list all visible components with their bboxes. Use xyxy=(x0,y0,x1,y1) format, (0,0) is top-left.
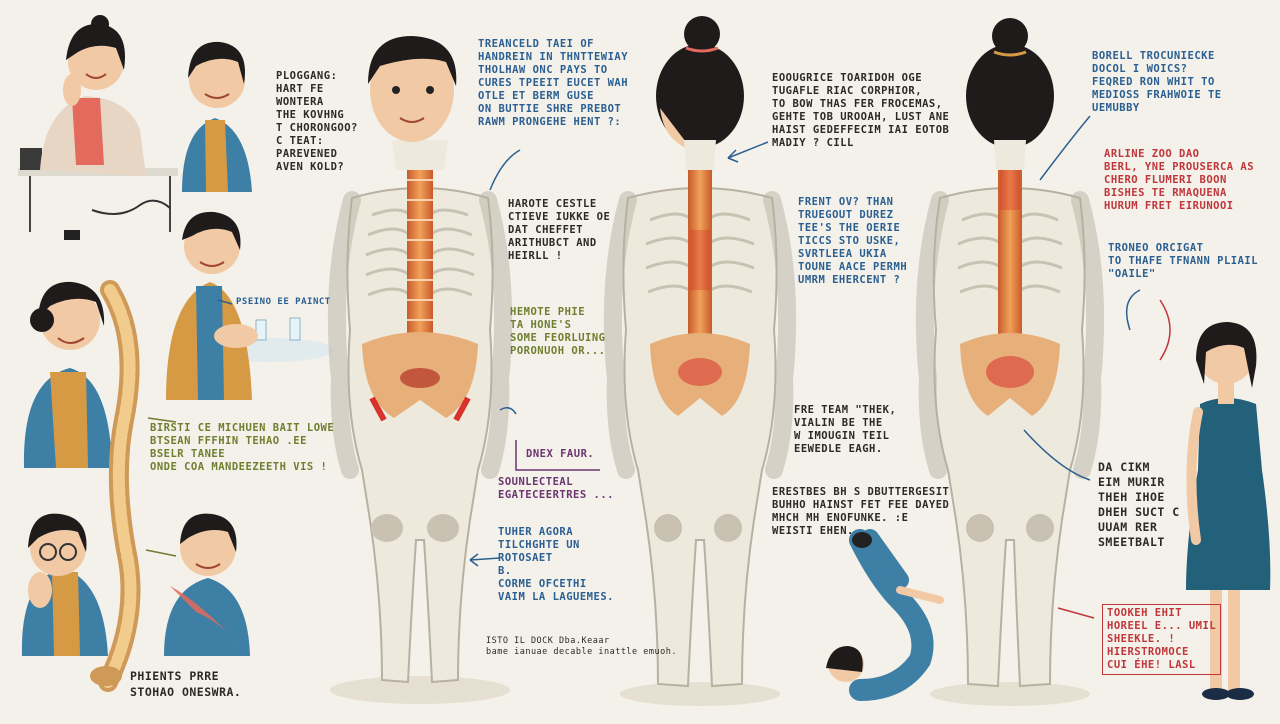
annotation-central-chest: HAROTE CESTLE CTIEVE IUKKE OE DAT CHEFFE… xyxy=(508,198,611,262)
annotation-erestbes: ERESTBES BH S DBUTTERGESIT BUHHO HAINST … xyxy=(772,486,950,537)
annotation-dnex-box: DNEX FAUR. xyxy=(526,448,595,460)
back-skeleton-figure-center xyxy=(603,16,797,706)
annotation-footnote: ISTO IL DOCK Dba.Keaar bame ianuae decab… xyxy=(486,636,677,657)
boy-neck-pain-vignette xyxy=(164,513,250,656)
annotation-posture-question: PLOGGANG: HART FE WONTERA THE KOVHNG T C… xyxy=(276,70,358,173)
front-skeleton-figure xyxy=(327,36,513,704)
annotation-right-lower: DA CIKM EIM MURIR THEH IHOE DHEH SUCT C … xyxy=(1098,460,1180,549)
annotation-left-middle: BIRSTI CE MICHUEN BAIT LOWE BTSEAN FFFHI… xyxy=(150,422,335,473)
annotation-free-team: FRE TEAM "THEK, VIALIN BE THE W IMOUGIN … xyxy=(794,404,897,455)
woman-bun-vignette xyxy=(23,281,113,468)
woman-blue-dress-vignette xyxy=(1186,322,1271,700)
annotation-back-process: EOOUGRICE TOARIDOH OGE TUGAFLE RIAC CORP… xyxy=(772,72,950,149)
annotation-mid-right: FRENT OV? THAN TRUEGOUT DUREZ TEE'S THE … xyxy=(798,196,908,286)
annotation-patients-title: PHIENTS PRRE STOHAO ONESWRA. xyxy=(130,669,242,699)
annotation-neck-spine: TREANCELD TAEI OF HANDREIN IN THNTTEWIAY… xyxy=(478,38,629,128)
annotation-sounlecteal: SOUNLECTEAL EGATECEERTRES ... xyxy=(498,476,614,501)
pointer-lines xyxy=(145,115,1171,619)
desk-woman-vignette xyxy=(18,15,178,240)
annotation-red-right: ARLINE ZOO DAO BERL, YNE PROUSERCA AS CH… xyxy=(1104,148,1255,212)
annotation-hip-note: HEMOTE PHIE TA HONE'S SOME FEORLUING POR… xyxy=(510,306,606,357)
stretching-person-vignette xyxy=(826,529,944,701)
annotation-trone-origin: TRONEO ORCIGAT TO THAFE TFNANN PLIAIL "O… xyxy=(1108,242,1259,280)
man-with-cups-vignette xyxy=(166,211,334,400)
annotation-table-label: PSEINO EE PAINCT xyxy=(236,297,331,307)
person-glasses-vignette xyxy=(21,513,109,656)
man-blue-jacket-vignette xyxy=(182,41,252,192)
annotation-boxed-red: TOOKEH EHIT HOREEL E... UMIL SHEEKLE. ! … xyxy=(1102,604,1222,675)
callout-bracket xyxy=(515,440,600,471)
annotation-upper-right: BORELL TROCUNIECKE DOCOL I WOICS? FEQRED… xyxy=(1092,50,1222,114)
annotation-lower-center: TUHER AGORA TILCHGHTE UN ROTOSAET B. COR… xyxy=(498,526,614,603)
back-skeleton-figure-right xyxy=(915,18,1105,706)
standalone-spine xyxy=(90,280,141,692)
